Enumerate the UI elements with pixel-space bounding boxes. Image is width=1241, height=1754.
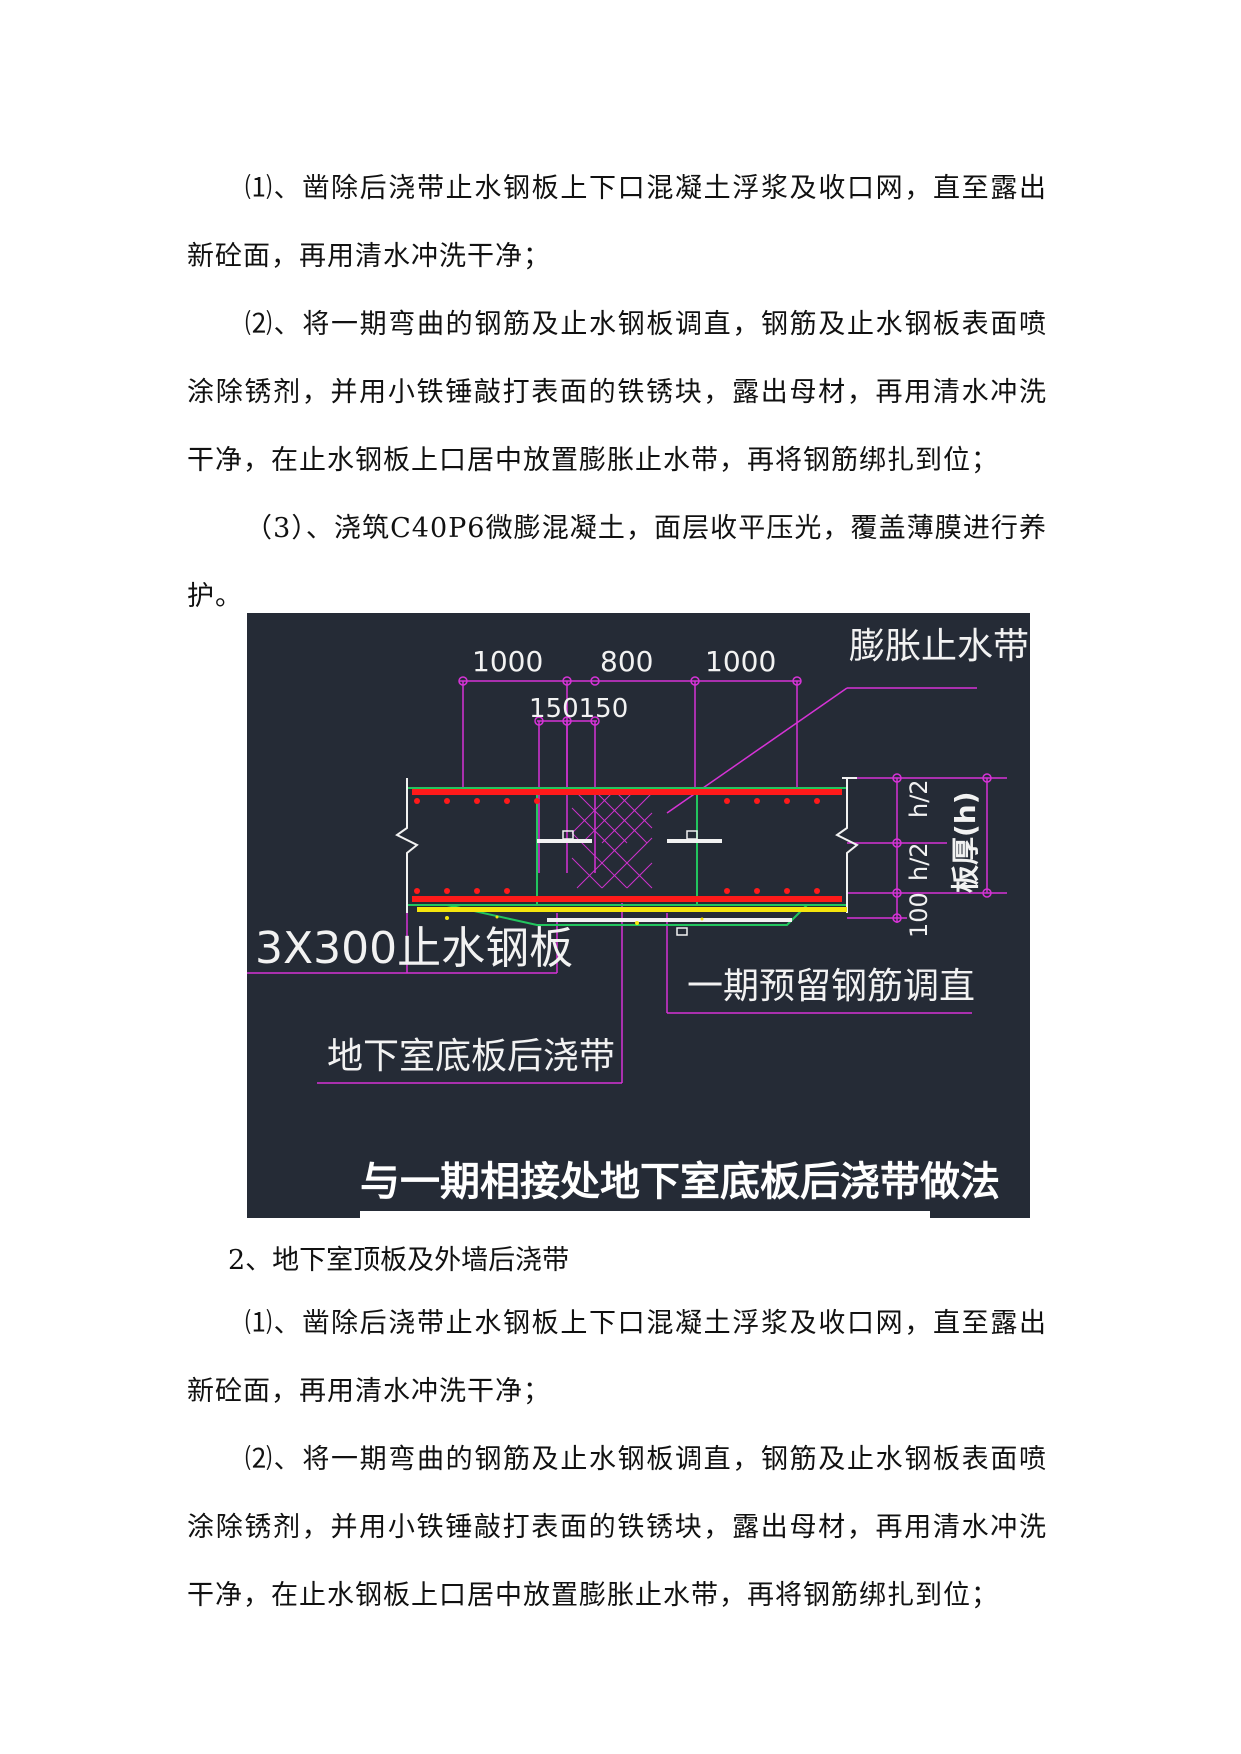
section-heading: 2、地下室顶板及外墙后浇带 <box>228 1245 570 1276</box>
h-half-top-label: h/2 <box>905 779 933 818</box>
figure-caption: 与一期相接处地下室底板后浇带做法 <box>360 1159 1000 1205</box>
waterproof-layer <box>417 907 847 912</box>
band-label: 地下室底板后浇带 <box>327 1036 615 1077</box>
steel-water-stop-plates <box>537 830 792 936</box>
paragraph-2: ⑵、将一期弯曲的钢筋及止水钢板调直，钢筋及止水钢板表面喷涂除锈剂，并用小铁锤敲打… <box>187 309 1047 476</box>
rebar-dots-bottom <box>414 888 820 894</box>
dimension-lines <box>247 676 1007 1084</box>
paragraph-4: ⑴、凿除后浇带止水钢板上下口混凝土浮浆及收口网，直至露出新砼面，再用清水冲洗干净… <box>187 1308 1047 1407</box>
dim-1000-right-label: 1000 <box>705 645 776 678</box>
rebar-dots-top <box>414 798 820 804</box>
h-half-bottom-label: h/2 <box>905 842 933 881</box>
dim-800-label: 800 <box>600 645 653 678</box>
break-lines <box>395 777 859 913</box>
cad-drawing-figure: 1000 800 1000 150150 膨胀止水带 3X300止水钢板 一期预… <box>247 613 1030 1218</box>
rebar-label: 一期预留钢筋调直 <box>687 966 975 1007</box>
expand-strip-label: 膨胀止水带 <box>849 626 1029 667</box>
dim-1000-left-label: 1000 <box>472 645 543 678</box>
dim-150150-label: 150150 <box>529 694 628 724</box>
waterproof-specks <box>445 915 704 925</box>
crosshatch-zone <box>571 792 653 889</box>
slab-outline <box>407 787 847 926</box>
paragraph-3: （3）、浇筑C40P6微膨混凝土，面层收平压光，覆盖薄膜进行养护。 <box>187 513 1047 612</box>
thickness-label: 板厚(h) <box>949 791 982 893</box>
paragraph-1: ⑴、凿除后浇带止水钢板上下口混凝土浮浆及收口网，直至露出新砼面，再用清水冲洗干净… <box>187 173 1047 272</box>
caption-underline <box>360 1211 930 1218</box>
rebar-bars <box>412 789 842 902</box>
bottom-100-label: 100 <box>905 892 933 938</box>
paragraph-5: ⑵、将一期弯曲的钢筋及止水钢板调直，钢筋及止水钢板表面喷涂除锈剂，并用小铁锤敲打… <box>187 1444 1047 1611</box>
steel-plate-label: 3X300止水钢板 <box>255 923 573 974</box>
